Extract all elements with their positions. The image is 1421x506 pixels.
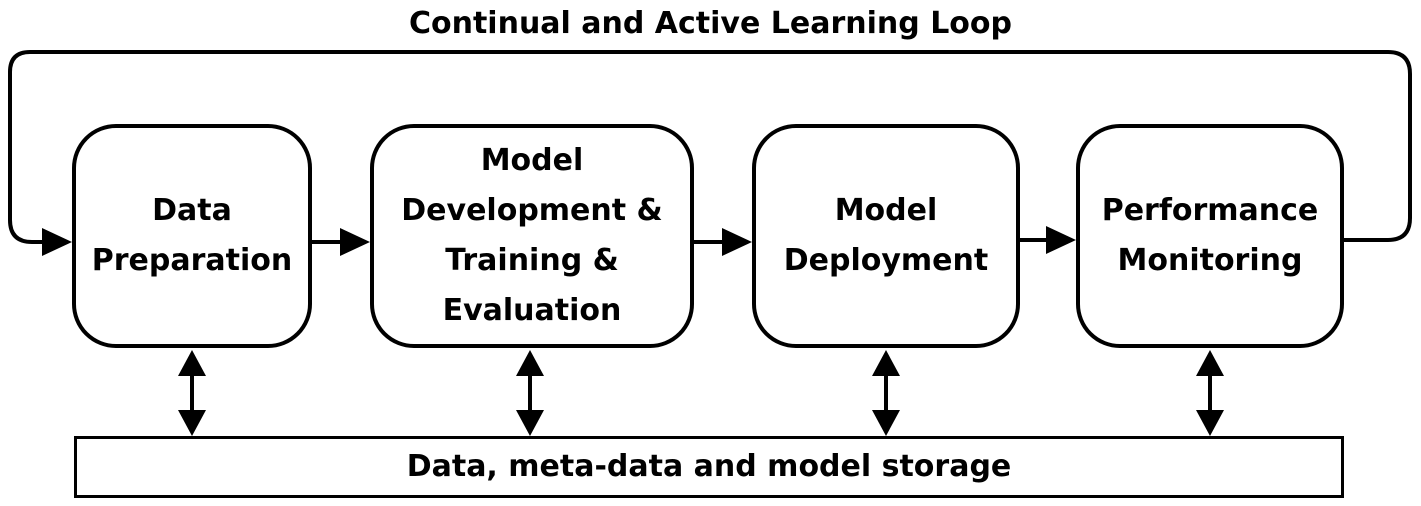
stage-label: Model Development & Training & Evaluatio… bbox=[401, 143, 663, 328]
storage-link-monitor bbox=[1196, 350, 1224, 436]
storage-bar: Data, meta-data and model storage bbox=[74, 436, 1344, 498]
arrow-dev-to-deploy-head bbox=[722, 228, 752, 256]
storage-link-deploy bbox=[872, 350, 900, 436]
stage-model-development: Model Development & Training & Evaluatio… bbox=[370, 124, 694, 348]
arrow-deploy-to-monitor-head bbox=[1046, 226, 1076, 254]
storage-link-data-prep bbox=[178, 350, 206, 436]
storage-label: Data, meta-data and model storage bbox=[406, 449, 1012, 484]
stage-data-preparation: Data Preparation bbox=[72, 124, 312, 348]
arrow-prep-to-dev-head bbox=[340, 228, 370, 256]
storage-link-model-dev bbox=[516, 350, 544, 436]
stage-performance-monitoring: Performance Monitoring bbox=[1076, 124, 1344, 348]
feedback-loop-arrowhead bbox=[42, 228, 72, 256]
feedback-loop-line bbox=[8, 50, 1412, 244]
stage-label: Performance Monitoring bbox=[1101, 193, 1319, 278]
diagram-title: Continual and Active Learning Loop bbox=[408, 6, 1013, 41]
stage-label: Model Deployment bbox=[783, 193, 989, 278]
stage-label: Data Preparation bbox=[91, 193, 293, 278]
stage-model-deployment: Model Deployment bbox=[752, 124, 1020, 348]
